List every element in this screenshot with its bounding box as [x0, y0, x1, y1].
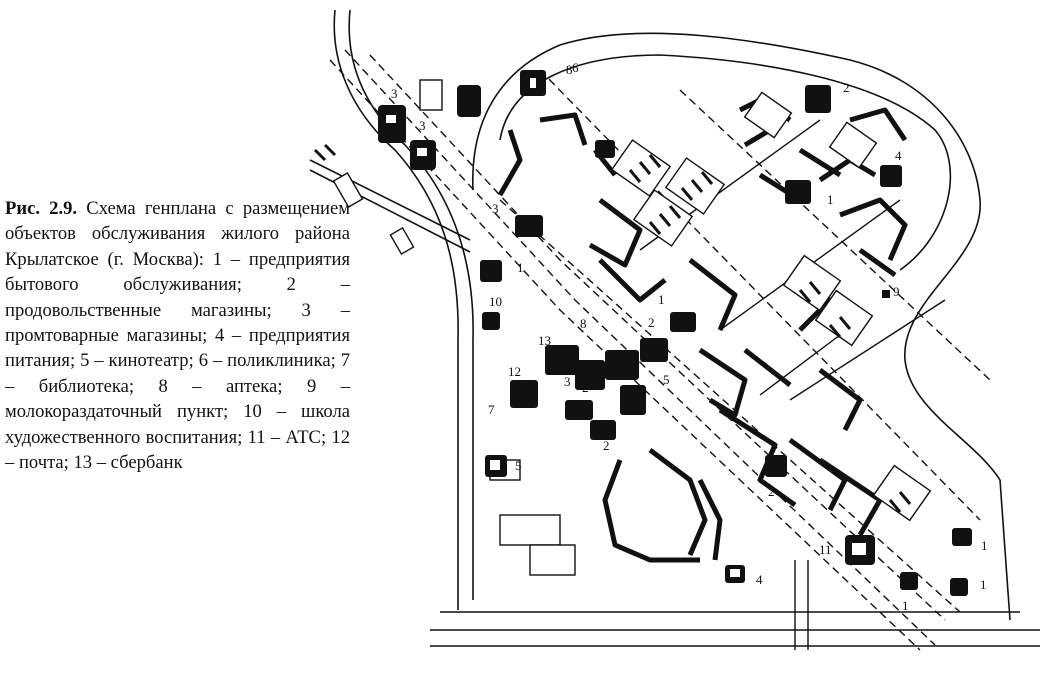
label-1: 1 — [658, 292, 665, 307]
figure-caption: Рис. 2.9. Схема генплана с размещением о… — [5, 196, 350, 475]
label-13: 13 — [538, 333, 551, 348]
label-3: 3 — [391, 86, 398, 101]
label-12: 12 — [508, 364, 521, 379]
figure-number: Рис. 2.9. — [5, 198, 78, 219]
label-1: 1 — [517, 260, 524, 275]
label-1: 1 — [902, 598, 909, 613]
label-2: 2 — [603, 438, 610, 453]
label-4: 4 — [895, 148, 902, 163]
roads — [309, 9, 1040, 647]
label-2: 2 — [768, 484, 775, 499]
label-1: 1 — [827, 192, 834, 207]
label-3: 3 — [419, 118, 426, 133]
service-object-marks — [386, 78, 866, 577]
caption-text: Схема генплана с размещением объектов об… — [5, 198, 350, 474]
label-9: 9 — [893, 284, 900, 299]
label-7: 7 — [488, 402, 495, 417]
label-8: 8 — [566, 62, 573, 77]
service-objects — [378, 70, 972, 596]
label-2: 2 — [648, 315, 655, 330]
label-6: 6 — [572, 60, 579, 75]
label-11: 11 — [819, 542, 832, 557]
diagonal-boulevard — [329, 49, 991, 651]
label-8: 8 — [580, 316, 587, 331]
label-3: 3 — [492, 201, 499, 216]
label-2: 2 — [843, 80, 850, 95]
map-labels: 1 1 1 1 1 1 2 2 2 2 2 3 3 3 3 4 4 5 5 6 … — [391, 60, 988, 613]
label-1: 1 — [981, 538, 988, 553]
block-hatch-marks — [313, 143, 912, 513]
label-3: 3 — [564, 374, 571, 389]
label-10: 10 — [489, 294, 502, 309]
label-2: 2 — [582, 380, 589, 395]
label-5: 5 — [663, 372, 670, 387]
label-5: 5 — [515, 458, 522, 473]
label-1: 1 — [980, 577, 987, 592]
district-plan-map: 1 1 1 1 1 1 2 2 2 2 2 3 3 3 3 4 4 5 5 6 … — [309, 9, 1040, 651]
label-4: 4 — [756, 572, 763, 587]
